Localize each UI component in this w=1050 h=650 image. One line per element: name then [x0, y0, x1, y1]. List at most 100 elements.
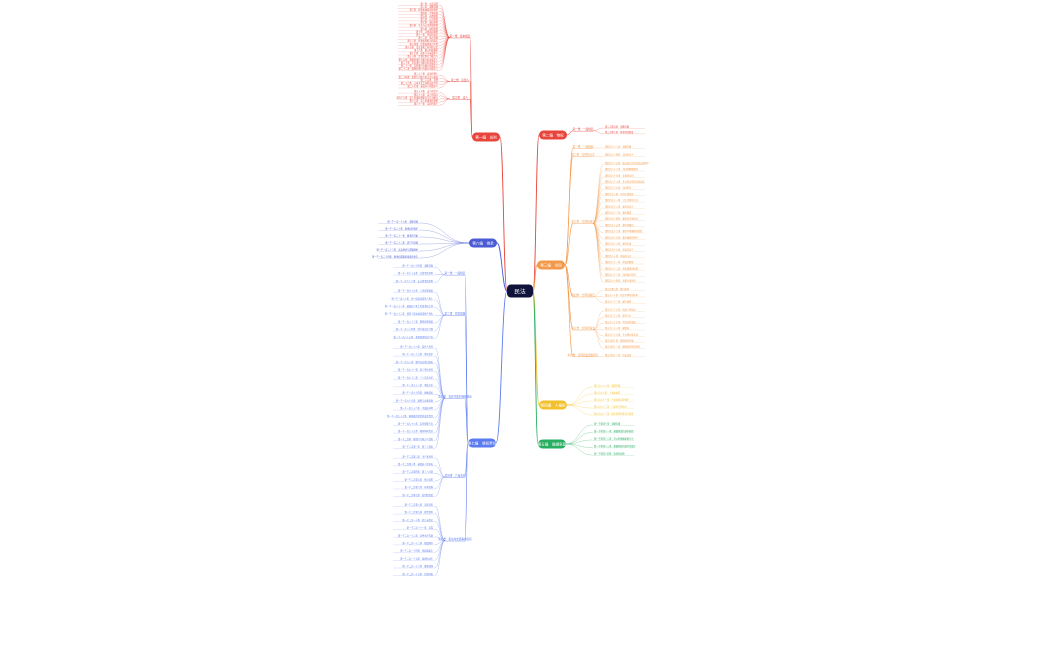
leaf-node[interactable]: 第一千一百九十一条 用人单位责任	[398, 368, 434, 372]
leaf-node[interactable]: 第四百六十六条 合同的解释规则	[605, 167, 638, 171]
section-node[interactable]: 第六章 合同的变更和转让	[567, 353, 599, 357]
leaf-node[interactable]: 第五百四十三条 协议变更	[605, 353, 632, 357]
leaf-node[interactable]: 第五条 自愿原则	[421, 14, 439, 18]
leaf-node[interactable]: 第一条 立法目的	[421, 2, 439, 6]
section-node[interactable]: 第四章 产品责任	[445, 473, 466, 477]
leaf-node[interactable]: 第五百三十五条 债权人代位权	[605, 308, 636, 312]
leaf-node[interactable]: 第一千一百六十四条 调整范围	[402, 264, 433, 268]
section-node[interactable]: 第二章 合同的订立	[571, 153, 595, 157]
leaf-node[interactable]: 第三条 民事权益受法律保护	[410, 8, 439, 12]
leaf-node[interactable]: 第二十三条 法定代理人	[414, 72, 439, 76]
leaf-node[interactable]: 第一千二百零三条 被侵权人请求权	[398, 462, 434, 466]
leaf-node[interactable]: 第二十四条 民事行为能力的认定与恢复	[399, 75, 439, 79]
leaf-node[interactable]: 第五百零九条 履行原则	[605, 287, 629, 291]
section-node[interactable]: 第一章 基本规定	[450, 34, 471, 38]
leaf-node[interactable]: 第二条 调整范围	[421, 5, 439, 9]
leaf-node[interactable]: 第一千二百一十六条 肇事逃逸	[402, 564, 433, 568]
section-node[interactable]: 第一章 一般规定	[573, 144, 594, 148]
leaf-node[interactable]: 第十八条 完全民事行为能力人	[407, 54, 438, 58]
leaf-node[interactable]: 第一千一百六十六条 无过错责任原则	[396, 279, 433, 283]
leaf-node[interactable]: 第一千一百七十九条 人身损害赔偿	[398, 289, 434, 293]
leaf-node[interactable]: 第一千二百零二条 生产者责任	[402, 454, 433, 458]
root-node[interactable]: 民法	[507, 284, 533, 298]
branch-node[interactable]: 第一编 总则	[472, 132, 500, 142]
leaf-node[interactable]: 第一千一百九十八条 安全保障义务	[398, 422, 434, 426]
leaf-node[interactable]: 第四百八十一条 承诺的期限	[605, 260, 634, 264]
leaf-node[interactable]: 第一千零四十二条 禁止的婚姻家庭行为	[594, 437, 633, 441]
leaf-node[interactable]: 第九百八十九条 调整范围	[594, 384, 620, 388]
branch-node[interactable]: 第四编 人格权	[539, 400, 567, 410]
leaf-node[interactable]: 第四百八十四条 承诺生效时间	[605, 279, 636, 283]
leaf-node[interactable]: 第一千零四十四条 收养的原则	[594, 452, 625, 456]
leaf-node[interactable]: 第十九条 限制民事行为能力的未成年人	[399, 57, 439, 61]
leaf-node[interactable]: 第一千二百零七条 惩罚性赔偿	[402, 493, 433, 497]
leaf-node[interactable]: 第四百六十七条 非典型合同	[605, 173, 633, 177]
section-node[interactable]: 第二章 自然人	[451, 78, 470, 82]
section-node[interactable]: 第三章 法人	[452, 95, 468, 99]
leaf-node[interactable]: 第四百七十一条 订立合同的方式	[605, 198, 639, 202]
leaf-node[interactable]: 第五百三十九条 不合理价格交易	[605, 332, 638, 336]
leaf-node[interactable]: 第一千一百八十二条 侵害人身权益造成财产损失	[385, 312, 434, 316]
leaf-node[interactable]: 第一千二百一十五条 盗抢机动车	[400, 556, 434, 560]
leaf-node[interactable]: 第五百一十一条 履行规则	[605, 299, 631, 303]
branch-node[interactable]: 第二编 物权	[539, 130, 567, 140]
leaf-node[interactable]: 第二百零六条 基本经济制度	[605, 130, 634, 134]
leaf-node[interactable]: 第六条 公平原则	[421, 17, 439, 21]
leaf-node[interactable]: 第五百一十条 约定不明时的补救	[605, 293, 639, 297]
leaf-node[interactable]: 第四百六十八条 非合同之债的法律适用	[605, 180, 644, 184]
leaf-node[interactable]: 第一千一百九十四条 网络侵权	[402, 391, 433, 395]
leaf-node[interactable]: 第一千一百九十五条 通知与必要措施	[396, 398, 434, 402]
leaf-node[interactable]: 第一千二百一十三条 赔偿顺序	[402, 541, 433, 545]
leaf-node[interactable]: 第一千一百八十条 同一侵权造成多人死亡	[391, 296, 433, 300]
leaf-node[interactable]: 第十五条 出生和死亡时间的认定	[405, 45, 439, 49]
leaf-node[interactable]: 第一千一百八十三条 精神损害赔偿	[398, 319, 434, 323]
leaf-node[interactable]: 第一千一百九十条 暂时丧失意识侵权	[396, 360, 434, 364]
leaf-node[interactable]: 第二百零五条 调整范围	[605, 125, 629, 129]
leaf-node[interactable]: 第四百六十九条 合同形式	[605, 186, 632, 190]
leaf-node[interactable]: 第一千一百九十九条 教育机构责任	[398, 429, 434, 433]
leaf-node[interactable]: 第一千一百二十三条 法定继承与遗嘱继承	[376, 248, 418, 252]
leaf-node[interactable]: 第一千二百零八条 法律适用	[405, 503, 433, 507]
leaf-node[interactable]: 第一千一百二十二条 遗产的范围	[385, 241, 418, 245]
leaf-node[interactable]: 第四百七十五条 要约的撤回	[605, 223, 633, 227]
leaf-node[interactable]: 第一千二百零一条 第三人侵权	[402, 445, 433, 449]
section-node[interactable]: 第一章 一般规定	[445, 271, 466, 275]
leaf-node[interactable]: 第一千二百零六条 补救措施	[405, 485, 434, 489]
leaf-node[interactable]: 第四百七十条 合同主要条款	[605, 192, 634, 196]
leaf-node[interactable]: 第五百四十一条 撤销权的除斥期间	[605, 345, 640, 349]
leaf-node[interactable]: 第四百六十四条 合同的定义	[605, 153, 634, 157]
section-node[interactable]: 第二章 损害赔偿	[445, 312, 466, 316]
section-node[interactable]: 第三章 合同的效力	[571, 220, 595, 224]
section-node[interactable]: 第一章 一般规定	[573, 127, 594, 131]
leaf-node[interactable]: 第一千一百八十八条 监护人责任	[400, 345, 434, 349]
leaf-node[interactable]: 第一千一百九十二条 个人劳务关系	[398, 375, 434, 379]
leaf-node[interactable]: 第七条 诚信原则	[421, 20, 439, 24]
leaf-node[interactable]: 第二十一条 无民事行为能力的成年人	[401, 64, 439, 68]
leaf-node[interactable]: 第十四条 民事权利能力平等	[410, 42, 439, 46]
leaf-node[interactable]: 第一千一百九十三条 承揽关系	[402, 383, 433, 387]
leaf-node[interactable]: 第四百七十二条 要约的定义	[605, 204, 634, 208]
leaf-node[interactable]: 第十六条 胎儿利益保护	[414, 48, 439, 52]
leaf-node[interactable]: 第二十七条 未成年人的监护人	[407, 84, 438, 88]
leaf-node[interactable]: 第一千一百八十四条 财产损失的计算	[396, 327, 434, 331]
leaf-node[interactable]: 第一千零四十一条 婚姻家庭的基本原则	[594, 429, 633, 433]
leaf-node[interactable]: 第十三条 民事权利能力的起止	[407, 39, 438, 43]
leaf-node[interactable]: 第一千一百八十九条 委托监护	[402, 352, 433, 356]
leaf-node[interactable]: 第五十八条 法人的成立	[414, 92, 439, 96]
leaf-node[interactable]: 第一千二百一十四条 拼装报废车	[400, 549, 434, 553]
leaf-node[interactable]: 第四百七十八条 要约失效	[605, 242, 632, 246]
leaf-node[interactable]: 第九百九十二条 人格权不得放弃	[594, 405, 628, 409]
leaf-node[interactable]: 第五百三十六条 保存行为	[605, 314, 631, 318]
leaf-node[interactable]: 第一千二百一十七条 好意同乘	[402, 572, 433, 576]
leaf-node[interactable]: 第一千一百二十四条 继承和遗赠的接受和放弃	[372, 255, 419, 259]
leaf-node[interactable]: 第四百七十六条 要约不得撤销的情形	[605, 229, 643, 233]
leaf-node[interactable]: 第四百七十九条 承诺的定义	[605, 248, 634, 252]
leaf-node[interactable]: 第四百八十条 承诺的方式	[605, 254, 632, 258]
leaf-node[interactable]: 第六十条 法人民事责任承担	[410, 99, 439, 103]
leaf-node[interactable]: 第一千二百零九条 租赁借用	[405, 510, 433, 514]
leaf-node[interactable]: 第一千二百一十条 转让未登记	[402, 518, 433, 522]
leaf-node[interactable]: 第四百六十五条 依法成立的合同受法律保护	[605, 161, 650, 165]
leaf-node[interactable]: 第四百八十二条 承诺期限的起算	[605, 266, 639, 270]
leaf-node[interactable]: 第八条 守法与公序良俗原则	[410, 23, 438, 27]
